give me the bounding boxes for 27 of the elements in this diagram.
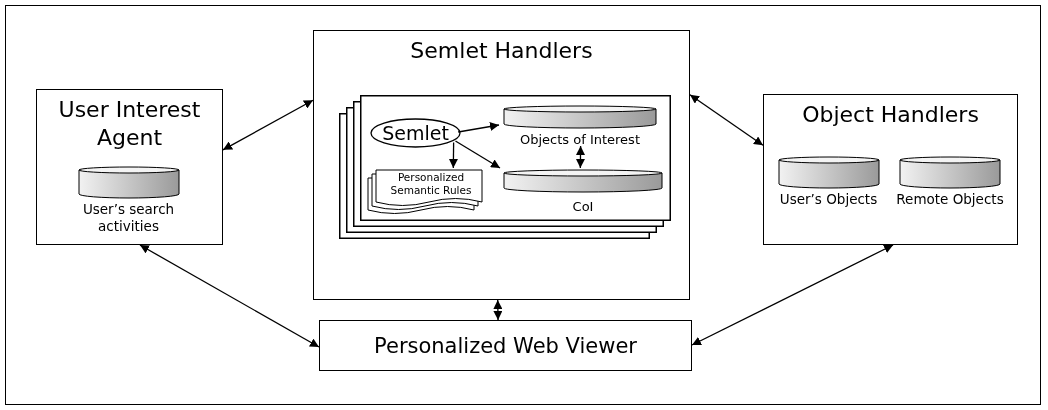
cylinder-label: User’s Objects (778, 191, 879, 208)
double-arrow (493, 299, 503, 321)
document-label: Personalized Semantic Rules (389, 170, 473, 197)
component-box (313, 30, 690, 300)
document-stack (367, 169, 485, 217)
arrow (448, 141, 458, 169)
ellipse-label: Semlet (381, 121, 450, 146)
component-box (319, 320, 692, 371)
cylinder-label: User’s search activities (81, 201, 176, 235)
box-title: Object Handlers (801, 101, 980, 129)
process-ellipse (370, 118, 461, 148)
box-title: Personalized Web Viewer (374, 333, 637, 358)
box-title: User Interest Agent (57, 96, 202, 152)
double-arrow (689, 94, 764, 146)
arrow (457, 122, 500, 133)
double-arrow (222, 99, 314, 151)
double-arrow (139, 244, 320, 348)
double-arrow (575, 145, 585, 169)
cylinder-label: Objects of Interest (519, 131, 641, 148)
component-box (763, 94, 1018, 245)
cylinder-label: Remote Objects (895, 191, 1005, 208)
arrow (454, 140, 501, 169)
cylinder-label: CoI (571, 198, 595, 215)
box-title: Semlet Handlers (409, 37, 594, 65)
component-box (36, 89, 223, 245)
double-arrow (691, 244, 894, 346)
stacked-panel (339, 95, 671, 239)
